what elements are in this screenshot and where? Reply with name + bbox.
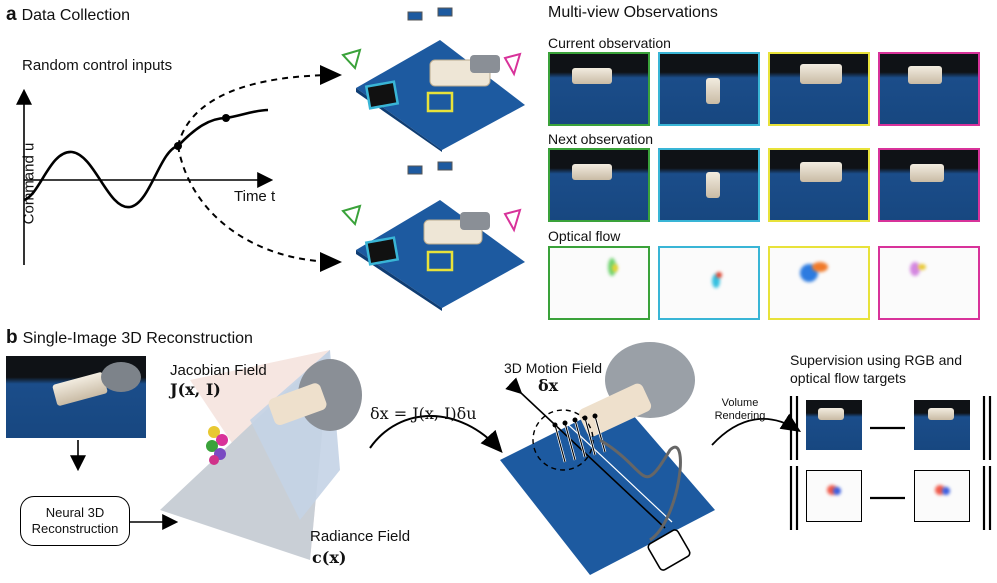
scene-bottom	[341, 161, 525, 311]
row-label-next: Next observation	[548, 131, 654, 147]
supervision-flow	[789, 466, 992, 530]
panel-b-letter: b	[6, 327, 18, 348]
radiance-math: c(x)	[312, 548, 347, 567]
jacobian-equation: δx = J(x, I)δu	[370, 404, 477, 423]
panel-b-title: Single-Image 3D Reconstruction	[22, 330, 253, 347]
current-view-yellow	[768, 52, 870, 126]
motion-field-scene	[500, 342, 715, 575]
input-image	[6, 356, 146, 438]
flow-view-magenta	[878, 246, 980, 320]
flow-view-yellow	[768, 246, 870, 320]
jacobian-arrow	[369, 415, 503, 453]
radiance-label: Radiance Field	[310, 528, 411, 545]
jacobian-label: Jacobian Field	[170, 362, 267, 379]
next-view-green	[548, 148, 650, 222]
supervision-flow-pred	[806, 470, 862, 522]
next-point	[222, 114, 230, 122]
neural-reconstruction-label: Neural 3D Reconstruction	[31, 505, 119, 536]
upper-dashed-arrow	[177, 65, 342, 147]
volume-rendering-label: Volume Rendering	[714, 397, 766, 422]
supervision-flow-target	[914, 470, 970, 522]
plot-title: Random control inputs	[22, 57, 173, 74]
panel-a-title: Data Collection	[21, 7, 131, 24]
supervision-title: Supervision using RGB and optical flow t…	[790, 352, 962, 386]
flow-view-green	[548, 246, 650, 320]
current-view-cyan	[658, 52, 760, 126]
lower-dashed-arrow	[177, 145, 342, 272]
supervision-rgb-pred	[806, 400, 862, 450]
next-view-magenta	[878, 148, 980, 222]
row-label-current: Current observation	[548, 35, 671, 51]
current-view-magenta	[878, 52, 980, 126]
motion-field-math: δx	[538, 376, 559, 395]
next-view-yellow	[768, 148, 870, 222]
scene-top	[341, 7, 525, 152]
jacobian-math: J(x, I)	[170, 380, 221, 399]
flow-view-cyan	[658, 246, 760, 320]
x-axis-label: Time t	[234, 188, 276, 205]
supervision-rgb	[789, 396, 992, 460]
row-label-flow: Optical flow	[548, 228, 621, 244]
current-view-green	[548, 52, 650, 126]
supervision-rgb-target	[914, 400, 970, 450]
panel-a-letter: a	[6, 4, 17, 25]
multiview-title: Multi-view Observations	[548, 4, 718, 21]
neural-reconstruction-box: Neural 3D Reconstruction	[20, 496, 130, 546]
motion-field-label: 3D Motion Field	[504, 360, 603, 376]
field-visualization	[160, 350, 362, 560]
next-view-cyan	[658, 148, 760, 222]
render-arrow	[711, 413, 802, 446]
camera-icon	[647, 529, 691, 571]
